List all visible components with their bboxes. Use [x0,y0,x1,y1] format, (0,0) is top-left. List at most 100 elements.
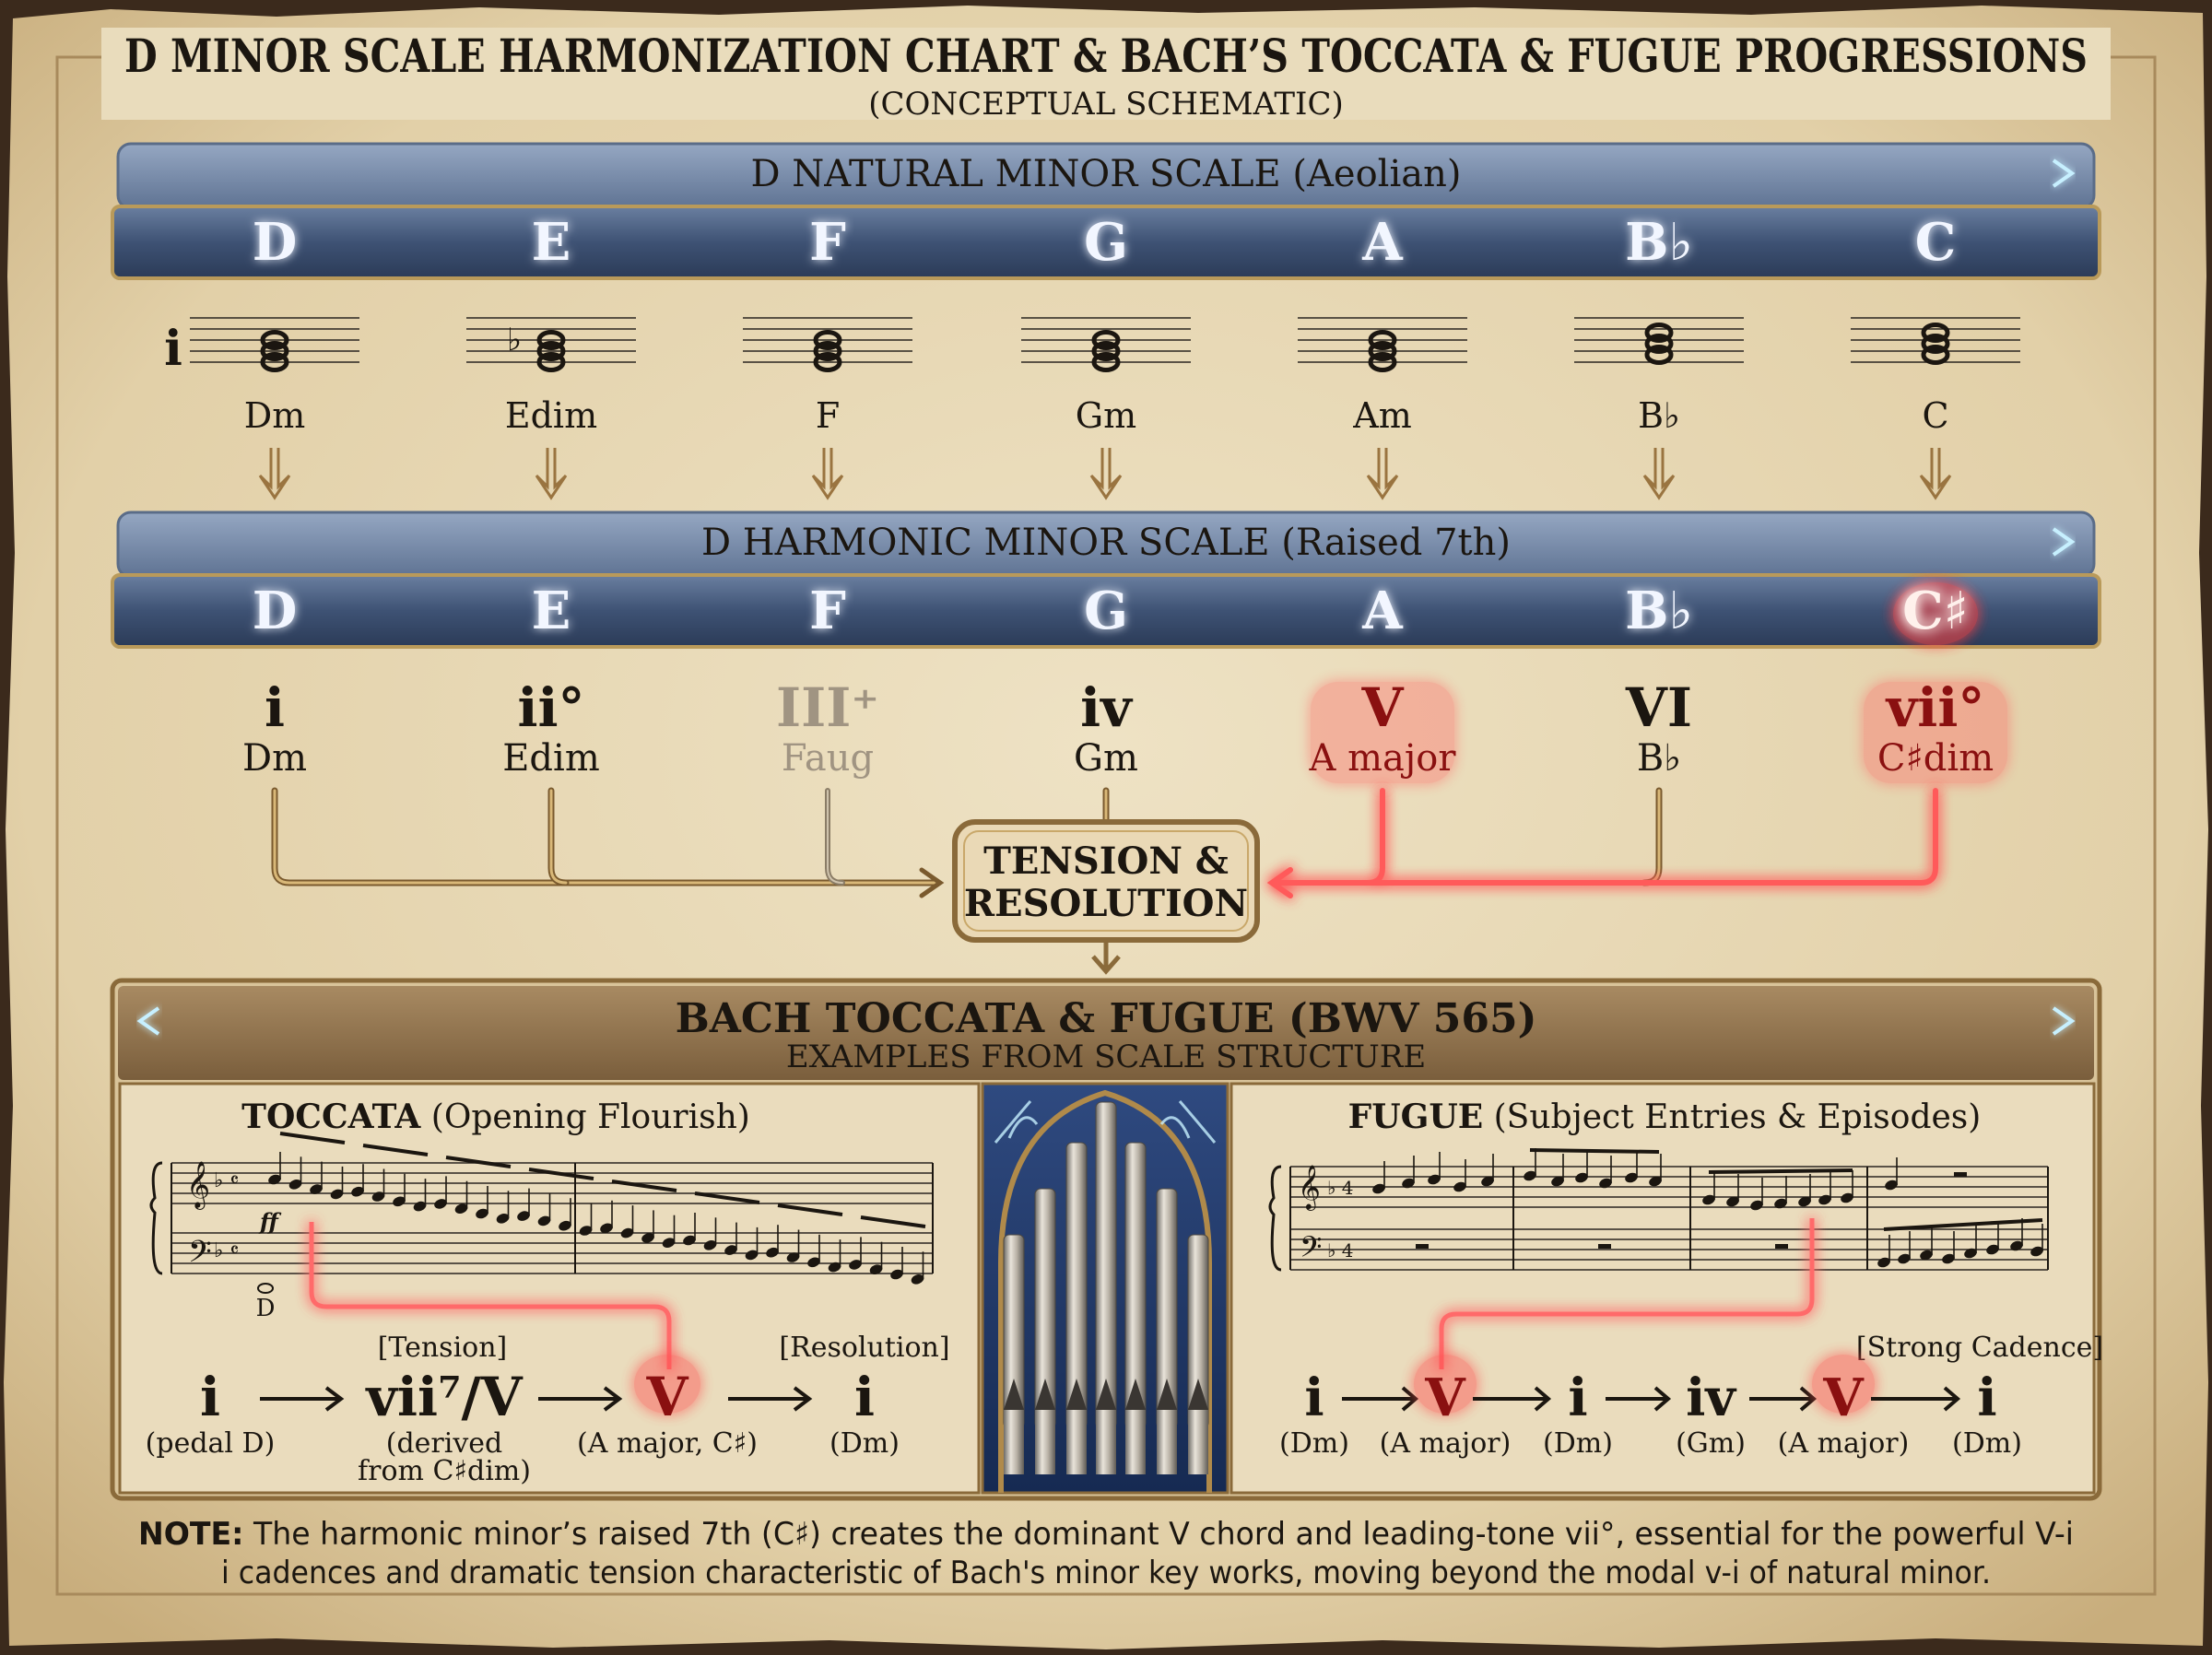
bach-subtitle: EXAMPLES FROM SCALE STRUCTURE [786,1039,1426,1075]
pedal-note [257,1283,274,1294]
down-arrow-icon [811,448,844,500]
right-arrow-icon [538,1386,623,1412]
page-title: D MINOR SCALE HARMONIZATION CHART & BACH… [124,29,2088,83]
progression-label: (Dm) [1279,1427,1349,1460]
bach-header [118,986,2094,1080]
note-head [1428,1174,1441,1185]
progression-numeral: i [200,1366,220,1428]
note-head [496,1214,510,1224]
whole-note [536,341,566,361]
down-arrow-icon [1089,448,1123,500]
chord-name: Gm [1074,737,1138,780]
pipe-mouth [1004,1379,1024,1410]
note-head [1920,1250,1933,1261]
right-arrow-icon [1606,1386,1672,1412]
toccata-resolution-label: [Resolution] [779,1332,949,1364]
pipe-foot [1188,1410,1208,1474]
beam [279,1132,346,1144]
numeral-glow [1864,682,2007,783]
pipe-mouth [1066,1379,1087,1410]
roman-numeral: i [265,676,285,739]
beam [694,1191,760,1204]
roman-numeral: iv [1080,676,1134,739]
pipe-foot [1096,1410,1116,1474]
beam [528,1168,594,1180]
natural-first-numeral: i [164,321,182,377]
progression-label: (A major, C♯) [577,1427,758,1460]
down-arrow-icon [1091,942,1121,975]
brace-icon [149,1161,163,1275]
whole-note [1368,352,1397,372]
note-head [828,1262,841,1273]
progression-numeral: V [1822,1367,1865,1428]
whole-note [260,352,289,372]
note-head [1481,1176,1494,1187]
whole-note [1644,323,1674,343]
chord-name: A major [1309,737,1457,780]
rest-icon [1775,1244,1788,1249]
flat-sign: ♭ [507,322,522,358]
roman-numeral: III⁺ [776,676,879,739]
note-head [807,1257,820,1268]
whole-note [1368,330,1397,350]
note-head [1402,1178,1415,1189]
beam [1883,1218,2043,1231]
fugue-connector-1 [1439,1218,1815,1369]
whole-note [813,330,842,350]
scale-note: B♭ [1625,212,1693,273]
pipe-mouth [1125,1379,1146,1410]
bass-clef-icon: 𝄢 [188,1235,212,1277]
toccata-heading: TOCCATA (Opening Flourish) [241,1097,750,1136]
scale-note: A [1361,212,1404,273]
bach-arrow-left-icon [136,1006,160,1036]
down-arrow-icon [535,448,568,500]
progression-label: (Dm) [1543,1427,1613,1460]
whole-note [1368,341,1397,361]
note-head [1774,1198,1787,1209]
rest-icon [1416,1244,1429,1249]
chord-name: F [816,395,840,436]
banner-arrow-icon [2052,158,2076,188]
progression-numeral: vii⁷/V [364,1366,523,1428]
whole-note [1921,334,1950,354]
roman-numeral: ii° [517,676,584,739]
chord-name: C♯dim [1877,737,1994,780]
note-head [2010,1240,2023,1251]
pipe-foot [1157,1410,1177,1474]
pipe-foot [1035,1410,1055,1474]
organ-arch [998,1089,1212,1493]
pipe-mouth [1157,1379,1177,1410]
note-head [517,1211,530,1221]
harmonic-scale-title: D HARMONIC MINOR SCALE (Raised 7th) [701,522,1511,564]
key-signature: ♭ 𝄴 [214,1239,239,1262]
right-arrow-icon [728,1386,813,1412]
note-head [1942,1253,1955,1264]
note-head [2030,1246,2043,1257]
progression-label: (Gm) [1676,1427,1746,1460]
progression-label: (A major) [1380,1427,1512,1460]
scale-note: F [809,212,846,273]
chord-name: Dm [244,395,306,436]
note-head [476,1208,488,1219]
numeral-glow [634,1355,700,1414]
note-head [330,1189,344,1200]
treble-clef-icon: 𝄞 [186,1161,210,1210]
toccata-panel [118,1082,981,1495]
pipe-foot [1125,1410,1146,1474]
bach-arrow-right-icon [2052,1006,2076,1036]
down-arrow-icon [258,448,291,500]
page-subtitle: (CONCEPTUAL SCHEMATIC) [868,86,1344,123]
harmonic-arrow-icon [2052,527,2076,557]
progression-numeral: iv [1686,1367,1736,1428]
tension-box-inner-border [963,830,1249,932]
down-arrow-icon [1642,448,1676,500]
note-head [1575,1172,1588,1183]
whole-note [813,352,842,372]
note-head [1964,1248,1977,1259]
dynamic-marking: ff [258,1208,282,1235]
left-arrow-head-icon [919,867,945,898]
chord-name: B♭ [1637,737,1681,780]
chord-name: Edim [502,737,600,780]
